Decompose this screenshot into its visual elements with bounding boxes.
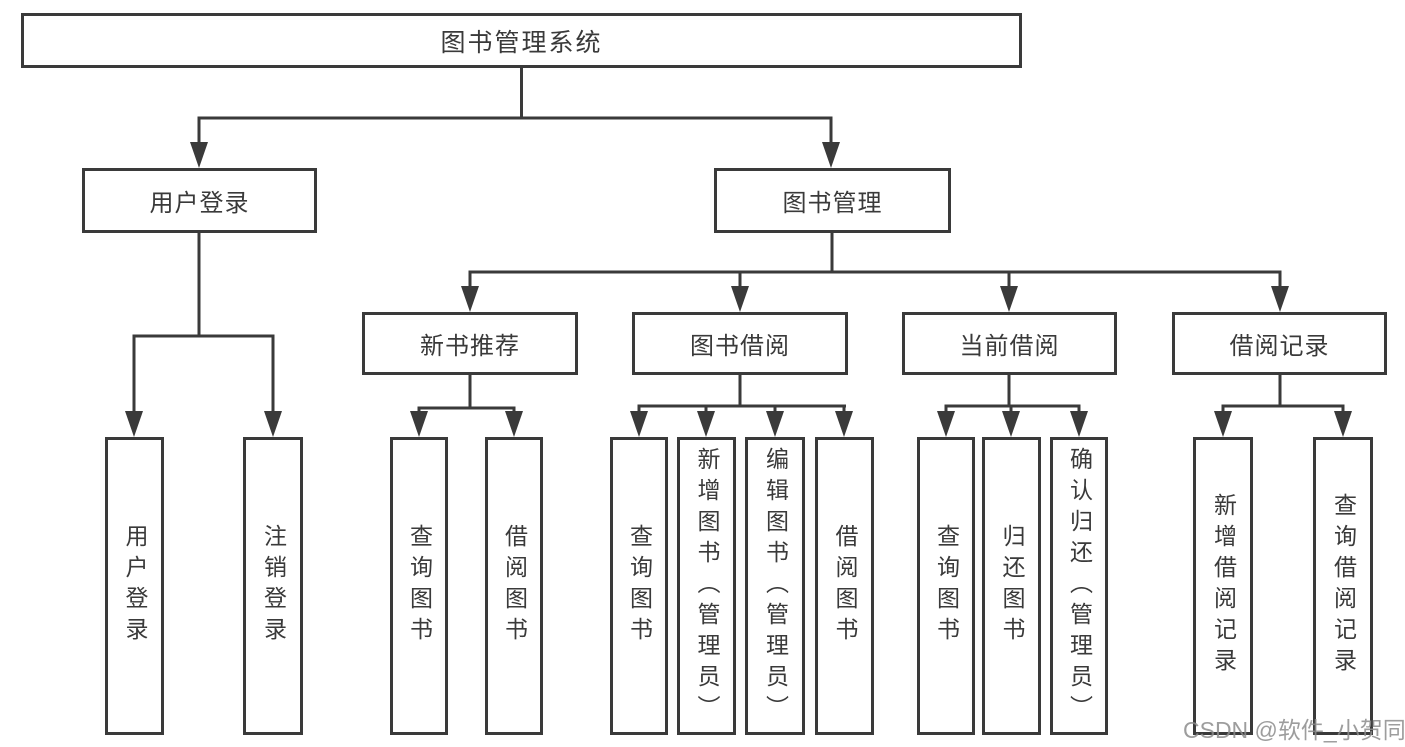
node-borrow-records: 借阅记录	[1172, 312, 1387, 375]
leaf-borrow-books: 借阅图书	[815, 437, 874, 735]
leaf-user-login: 用户登录	[105, 437, 164, 735]
leaf-query-books-current: 查询图书	[917, 437, 975, 735]
leaf-query-books-recommend: 查询图书	[390, 437, 448, 735]
node-book-borrow: 图书借阅	[632, 312, 848, 375]
leaf-add-borrow-record: 新增借阅记录	[1193, 437, 1253, 735]
leaf-confirm-return-admin: 确认归还（管理员）	[1050, 437, 1108, 735]
node-root-system: 图书管理系统	[21, 13, 1022, 68]
leaf-add-books-admin: 新增图书（管理员）	[677, 437, 736, 735]
csdn-watermark: CSDN @软件_小贺同学	[1183, 717, 1405, 743]
leaf-query-borrow-record: 查询借阅记录	[1313, 437, 1373, 735]
leaf-logout: 注销登录	[243, 437, 303, 735]
node-user-login: 用户登录	[82, 168, 317, 233]
node-current-borrow: 当前借阅	[902, 312, 1117, 375]
leaf-query-books-borrow: 查询图书	[610, 437, 668, 735]
leaf-borrow-books-recommend: 借阅图书	[485, 437, 543, 735]
leaf-return-books: 归还图书	[982, 437, 1041, 735]
node-new-book-recommend: 新书推荐	[362, 312, 578, 375]
leaf-edit-books-admin: 编辑图书（管理员）	[745, 437, 805, 735]
node-book-management: 图书管理	[714, 168, 951, 233]
